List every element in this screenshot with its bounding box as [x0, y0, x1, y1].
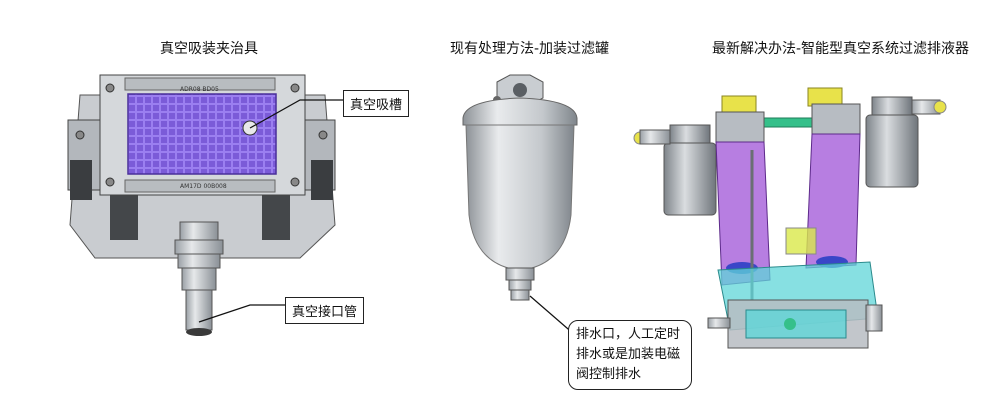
- vacuum-connector-label: 真空接口管: [285, 297, 365, 324]
- suction-groove-leader: [249, 99, 343, 129]
- smart-filter-title: 最新解决办法-智能型真空系统过滤排液器: [712, 41, 970, 57]
- smart-filter-drainer: [633, 87, 947, 349]
- engraving-bottom: AM17D 00B008: [180, 183, 227, 190]
- suction-groove-label: 真空吸槽: [343, 90, 410, 117]
- fixture-title: 真空吸装夹治具: [160, 41, 258, 57]
- filter-tank-title: 现有处理方法-加装过滤罐: [450, 41, 610, 57]
- engraving-top: ADR08 BD05: [180, 86, 219, 93]
- connector-leader: [198, 304, 285, 323]
- drain-leader: [529, 295, 576, 336]
- vacuum-fixture: [67, 74, 336, 336]
- drain-note: 排水口，人工定时排水或是加装电磁阀控制排水: [568, 320, 692, 390]
- filter-tank: [462, 74, 578, 301]
